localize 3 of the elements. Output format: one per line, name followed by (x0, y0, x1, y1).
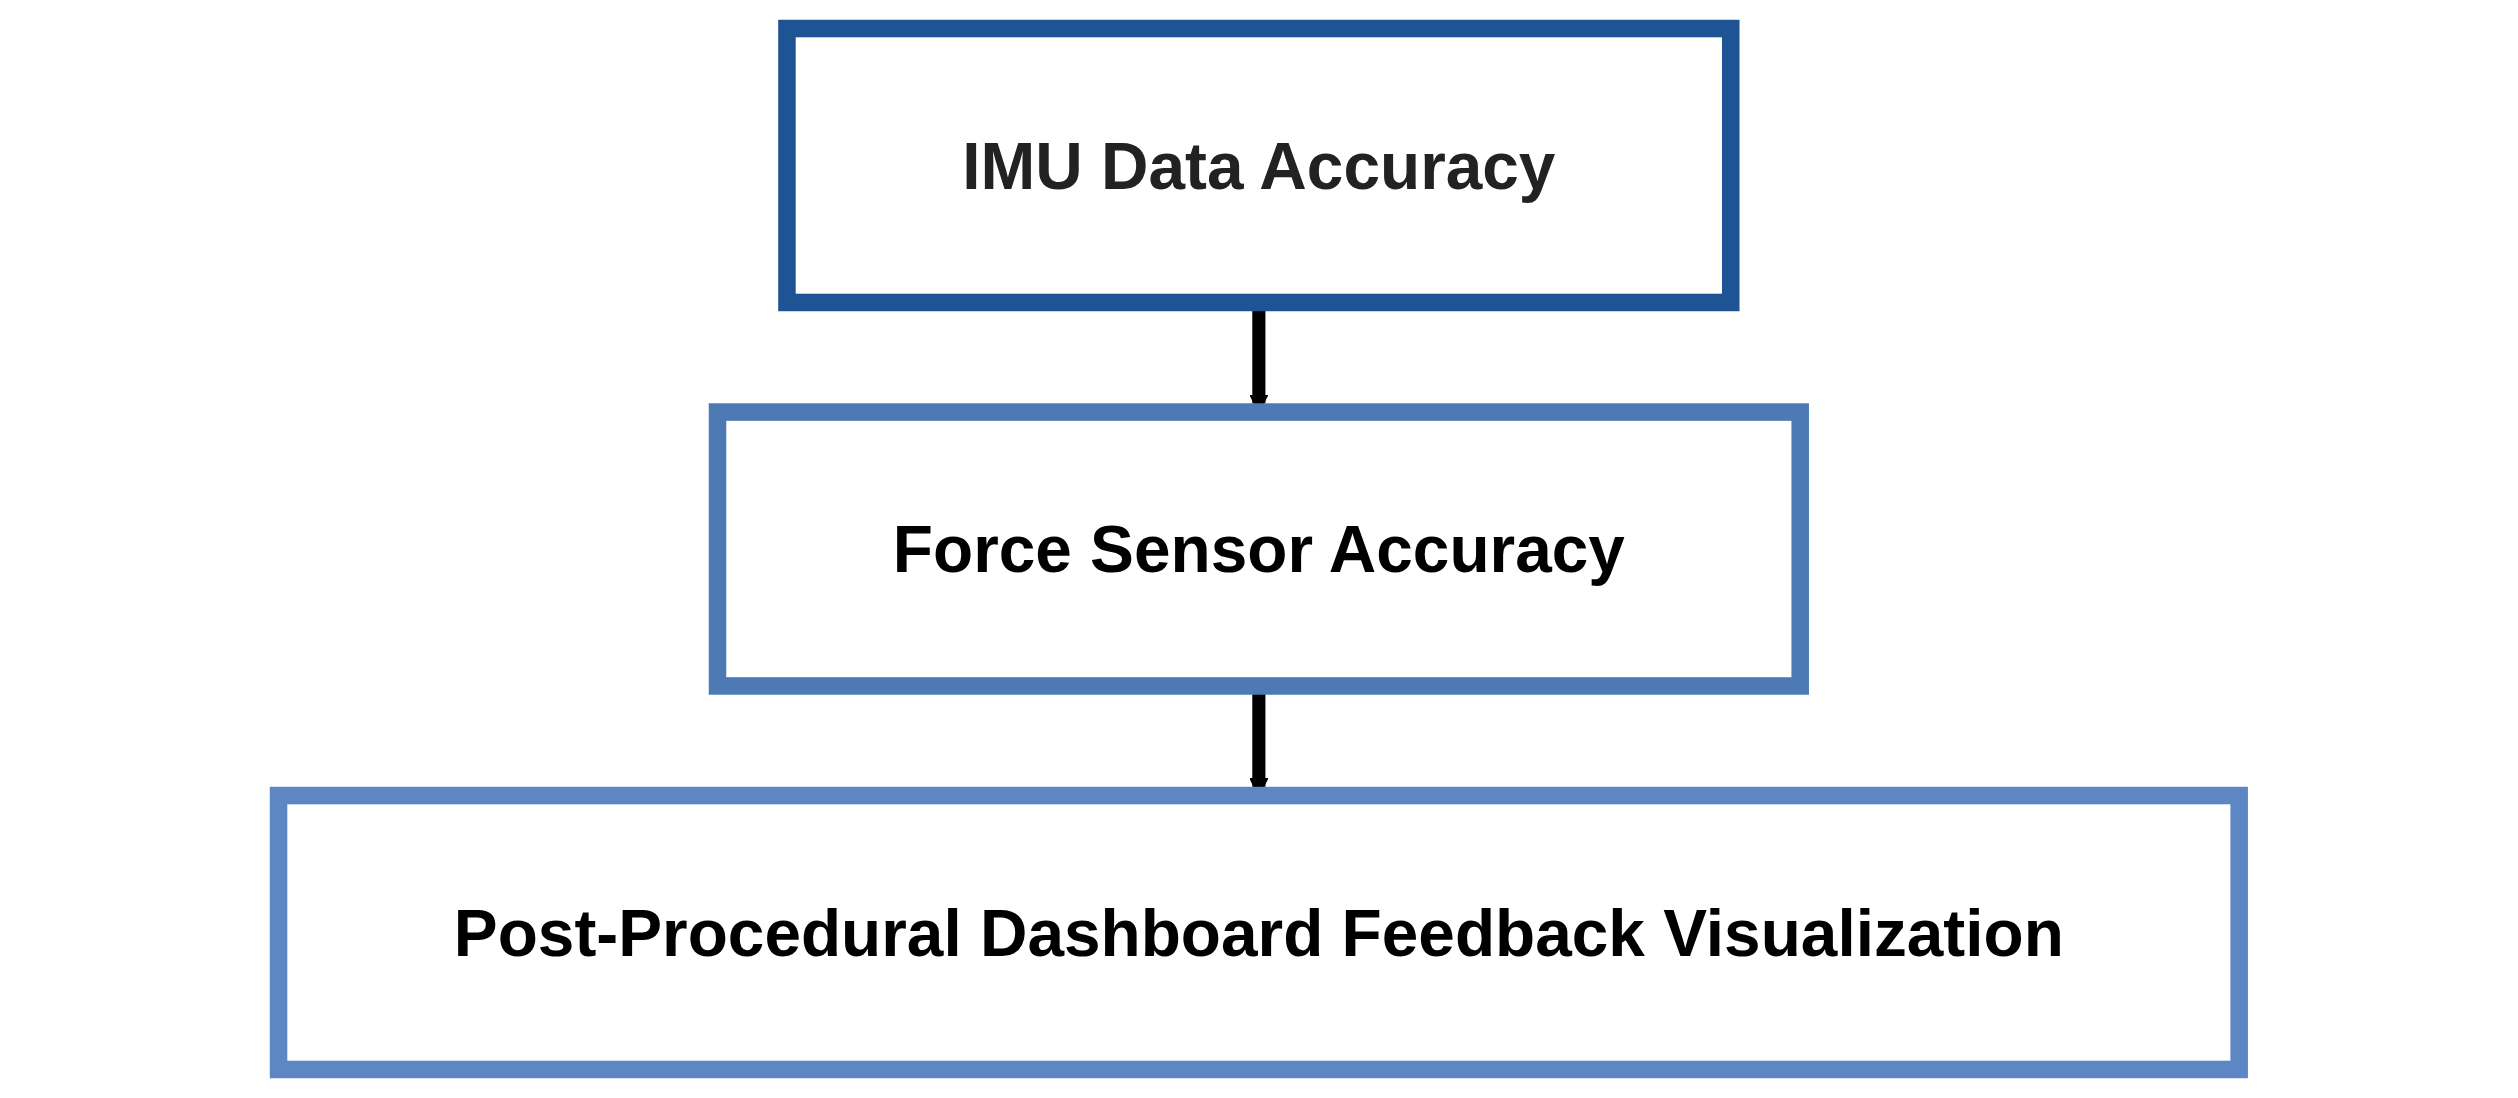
node-box: Post-Procedural Dashboard Feedback Visualization (269, 786, 2249, 1079)
node-box: IMU Data Accuracy (778, 19, 1740, 312)
node-box: Force Sensor Accuracy (708, 403, 1810, 695)
